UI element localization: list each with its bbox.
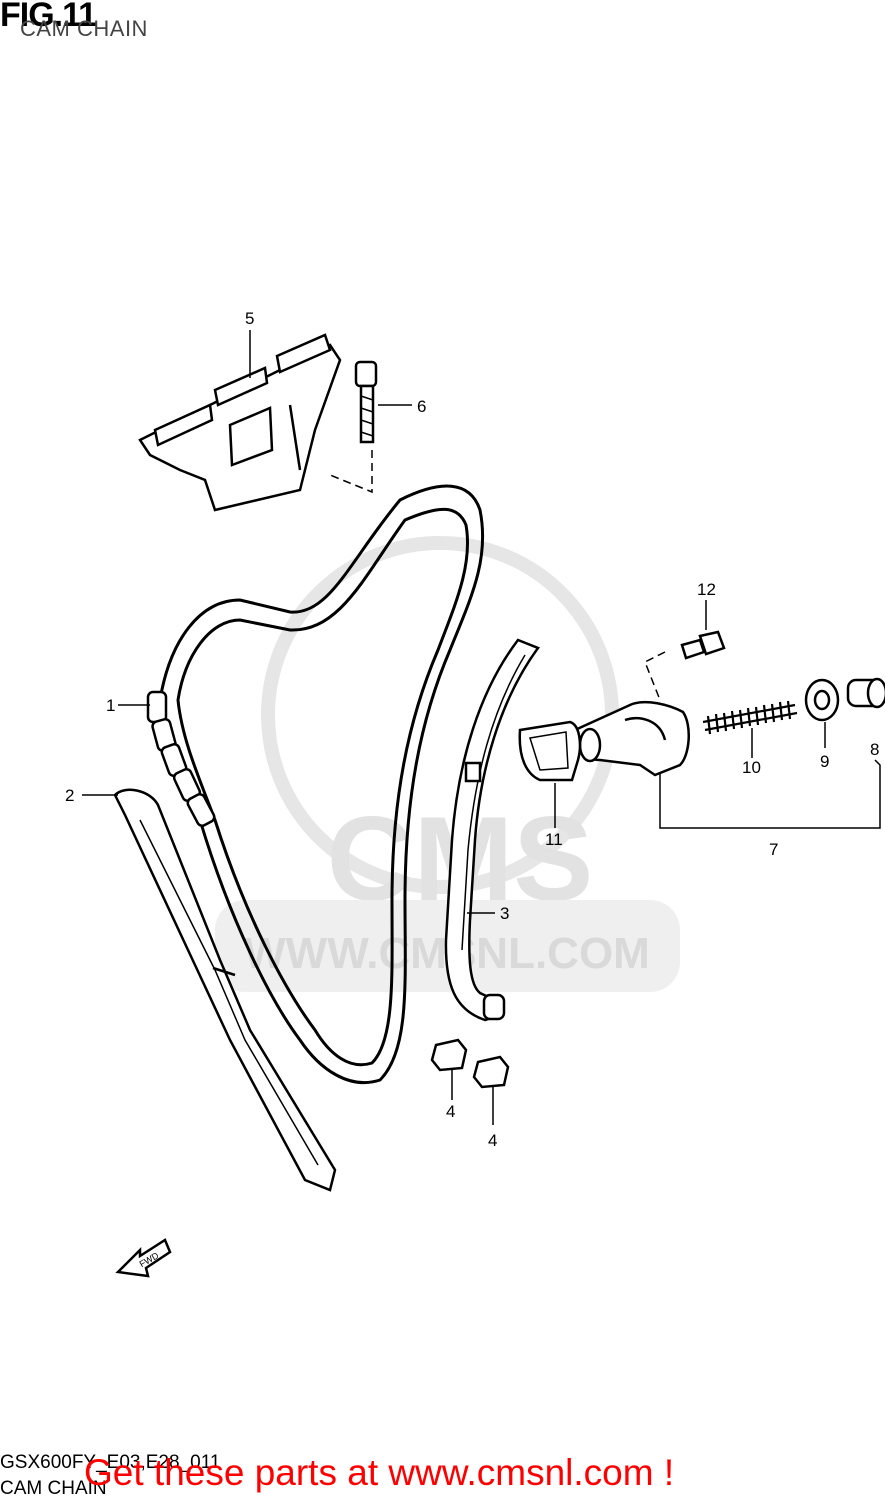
footer-section-name: CAM CHAIN — [0, 1478, 107, 1499]
part-9-washer — [804, 678, 840, 722]
footer-model-code: GSX600FY_E03,E28_011 — [0, 1452, 221, 1473]
part-8-plug-bolt — [846, 677, 885, 709]
callout-6: 6 — [417, 397, 426, 416]
callout-4b: 4 — [488, 1131, 497, 1150]
part-6-install-line — [329, 450, 373, 494]
part-4-blocks — [430, 1038, 510, 1089]
figure-title: CAM CHAIN — [20, 16, 148, 41]
part-11-gasket — [518, 720, 582, 782]
callout-1: 1 — [106, 696, 115, 715]
part-1-chain-joint — [146, 690, 216, 827]
leader-7-bracket — [659, 759, 881, 829]
callout-4a: 4 — [446, 1102, 455, 1121]
callout-10: 10 — [742, 758, 761, 777]
callout-9: 9 — [820, 752, 829, 771]
callout-7: 7 — [769, 840, 778, 859]
callout-11: 11 — [545, 830, 563, 849]
part-6-bolt — [354, 360, 378, 444]
callout-8: 8 — [870, 740, 879, 759]
part-7-tensioner-assembly — [573, 700, 690, 777]
cam-chain-loop — [158, 484, 485, 1085]
callout-3: 3 — [500, 904, 509, 923]
leader-lines — [82, 330, 881, 1125]
fwd-arrow-icon: FWD — [115, 1238, 172, 1278]
callouts: 1 2 3 4 4 5 6 7 8 9 10 11 12 — [65, 309, 879, 1150]
part-3-chain-guide — [444, 638, 540, 1022]
promo-link[interactable]: Get these parts at www.cmsnl.com ! — [84, 1452, 675, 1493]
part-12-bolt — [680, 630, 726, 660]
callout-5: 5 — [245, 309, 254, 328]
callout-2: 2 — [65, 786, 74, 805]
part-5-cam-chain-guide — [138, 333, 342, 512]
part-12-install-line — [644, 651, 666, 701]
part-2-chain-guide — [113, 788, 337, 1192]
part-10-spring — [702, 700, 798, 735]
callout-12: 12 — [697, 580, 716, 599]
figure-number: FIG.11 — [0, 0, 97, 34]
